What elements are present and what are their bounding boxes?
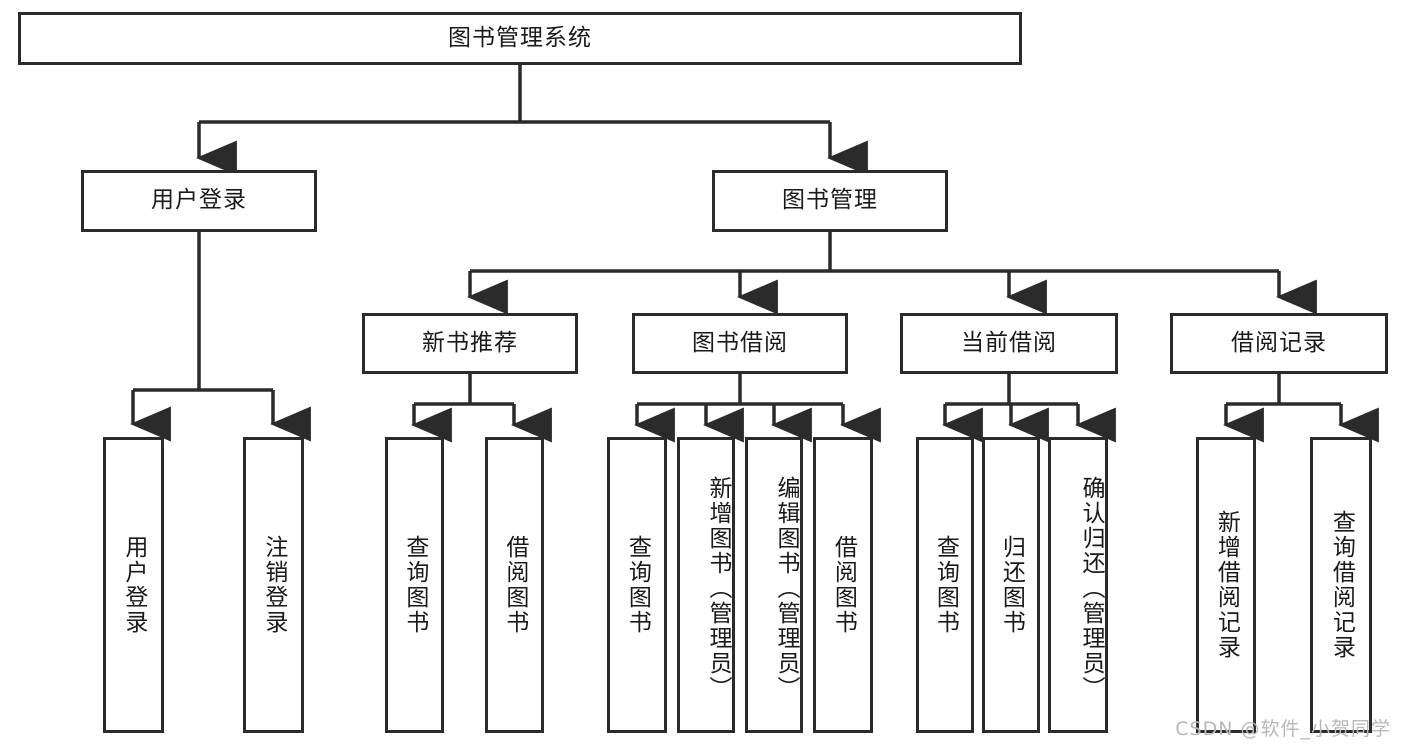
leaf-add-record[interactable]: 新增借阅记录 [1196,437,1256,733]
node-label: 查询图书 [624,535,651,635]
node-label: 新增借阅记录 [1213,510,1240,660]
leaf-query-record[interactable]: 查询借阅记录 [1310,437,1372,733]
leaf-query-book-1[interactable]: 查询图书 [385,437,444,733]
node-label: 查询图书 [932,535,959,635]
node-label: 当前借阅 [961,329,1057,356]
node-borrow-record[interactable]: 借阅记录 [1170,313,1388,374]
node-label: 用户登录 [151,187,247,214]
node-label: 用户登录 [120,535,147,635]
node-current-borrow[interactable]: 当前借阅 [900,313,1118,374]
node-label: 新书推荐 [422,329,518,356]
node-label: 借阅图书 [830,535,857,635]
leaf-query-book-2[interactable]: 查询图书 [607,437,667,733]
node-label: 编辑图书（管理员） [773,475,799,701]
node-user-login[interactable]: 用户登录 [81,170,317,232]
node-label: 确认归还（管理员） [1078,475,1104,701]
leaf-borrow-book-1[interactable]: 借阅图书 [485,437,544,733]
node-label: 借阅图书 [501,535,528,635]
leaf-user-login[interactable]: 用户登录 [103,437,164,733]
leaf-query-book-3[interactable]: 查询图书 [916,437,974,733]
leaf-user-logout[interactable]: 注销登录 [243,437,304,733]
leaf-add-book[interactable]: 新增图书（管理员） [677,437,735,733]
leaf-edit-book[interactable]: 编辑图书（管理员） [745,437,803,733]
leaf-borrow-book-2[interactable]: 借阅图书 [813,437,873,733]
csdn-watermark: CSDN @软件_小贺同学 [1175,718,1391,740]
node-label: 归还图书 [998,535,1025,635]
node-label: 图书管理系统 [448,24,592,51]
leaf-confirm-return[interactable]: 确认归还（管理员） [1048,437,1108,733]
leaf-return-book[interactable]: 归还图书 [982,437,1040,733]
node-label: 查询借阅记录 [1328,510,1355,660]
node-book-manage[interactable]: 图书管理 [712,170,948,232]
node-label: 查询图书 [401,535,428,635]
node-book-borrow[interactable]: 图书借阅 [632,313,848,374]
node-root-system[interactable]: 图书管理系统 [18,12,1022,65]
node-label: 新增图书（管理员） [705,475,731,701]
node-label: 图书管理 [782,187,878,214]
node-label: 注销登录 [260,535,287,635]
node-label: 图书借阅 [692,329,788,356]
node-new-book-recommend[interactable]: 新书推荐 [362,313,578,374]
node-label: 借阅记录 [1231,329,1327,356]
